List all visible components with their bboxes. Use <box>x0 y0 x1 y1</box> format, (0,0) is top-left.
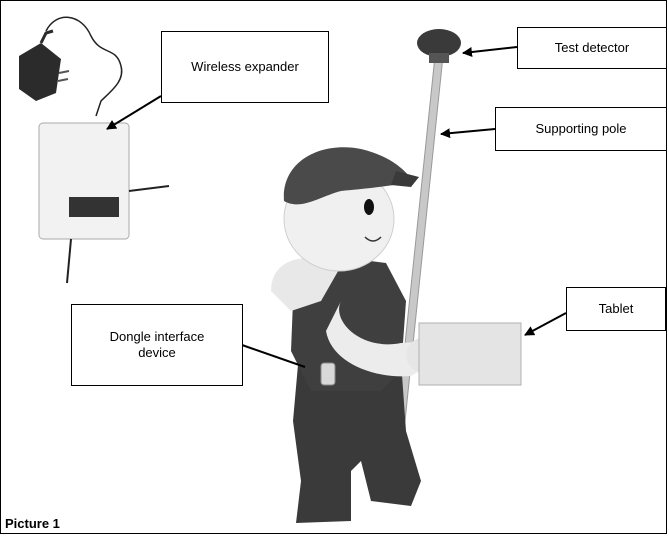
power-cable <box>45 16 123 117</box>
label-dongle-line-1: Dongle interface <box>109 329 205 344</box>
label-wireless-expander: Wireless expander <box>161 31 329 103</box>
label-dongle-interface-device: Dongle interface device <box>71 304 243 386</box>
pointer-test-detector <box>462 46 518 57</box>
tablet-device <box>418 322 522 386</box>
worker-figure <box>271 147 446 523</box>
pointer-wireless-expander <box>106 95 162 130</box>
pointer-supporting-pole <box>440 128 496 139</box>
wireless-expander-device <box>38 122 170 284</box>
label-tablet: Tablet <box>566 287 666 331</box>
pointer-dongle <box>241 344 306 368</box>
label-supporting-pole-text: Supporting pole <box>535 121 627 136</box>
label-test-detector: Test detector <box>517 27 666 69</box>
label-dongle-line-2: device <box>138 345 176 360</box>
label-supporting-pole: Supporting pole <box>495 107 666 151</box>
label-tablet-text: Tablet <box>598 301 634 316</box>
power-adapter <box>19 29 70 101</box>
pointer-tablet <box>524 312 567 336</box>
label-test-detector-text: Test detector <box>554 40 630 55</box>
figure-caption: Picture 1 <box>5 516 60 531</box>
detector-graphic <box>417 29 461 63</box>
label-wireless-expander-text: Wireless expander <box>191 59 299 74</box>
